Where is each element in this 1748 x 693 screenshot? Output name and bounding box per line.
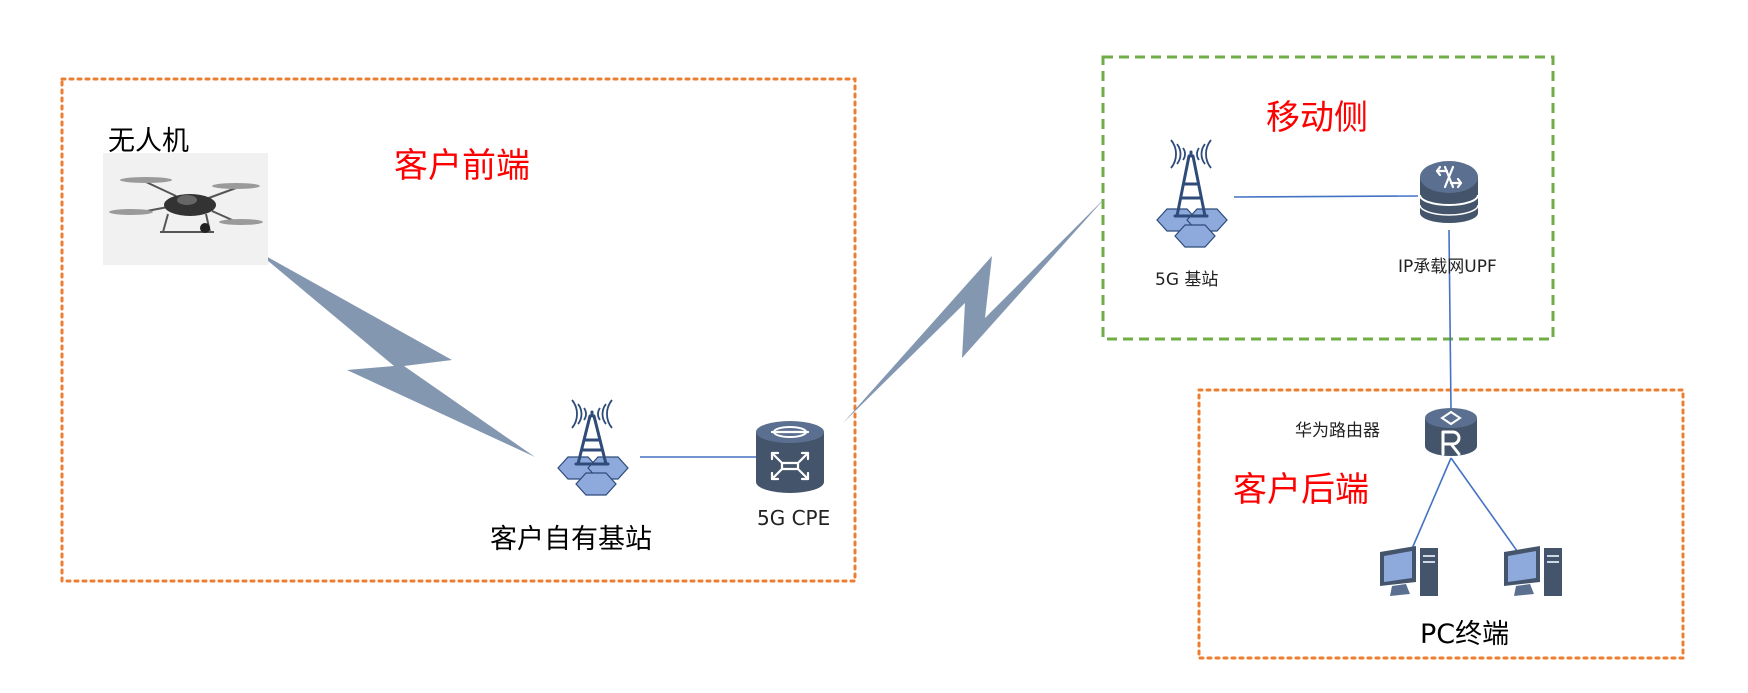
base-station-5g-icon: [1156, 139, 1228, 248]
link-5g-upf: [1233, 195, 1419, 198]
cell-tower-icon: [571, 399, 613, 466]
customer-back-title: 客户后端: [1233, 470, 1369, 510]
mobile-side-title: 移动侧: [1266, 98, 1368, 138]
customer-front-title: 客户前端: [394, 146, 530, 186]
customer-base-station-label: 客户自有基站: [490, 524, 652, 555]
cpe-label: 5G CPE: [757, 506, 830, 530]
link-upf-router: [1448, 229, 1452, 411]
pc-icon: [1504, 546, 1562, 596]
drone-icon: [103, 153, 268, 265]
mobile-side-box: [1101, 55, 1555, 341]
router-icon: [1425, 408, 1477, 456]
base-station-5g-label: 5G 基站: [1155, 270, 1218, 290]
pc-terminals-label: PC终端: [1420, 619, 1509, 650]
wireless-bolt-drone: [255, 250, 535, 457]
router-label: 华为路由器: [1295, 421, 1380, 441]
customer-base-station-icon: [557, 399, 629, 496]
wireless-bolt-cpe: [843, 197, 1106, 423]
cpe-device-icon: [756, 421, 824, 493]
drone-label: 无人机: [108, 126, 189, 157]
upf-switch-icon: [1419, 161, 1479, 223]
pc-icon: [1380, 546, 1438, 596]
hex-base: [1156, 208, 1228, 248]
cell-tower-icon: [1170, 139, 1212, 218]
customer-front-box: [60, 77, 857, 583]
customer-back-box: [1197, 388, 1685, 660]
upf-label: IP承载网UPF: [1398, 257, 1497, 277]
